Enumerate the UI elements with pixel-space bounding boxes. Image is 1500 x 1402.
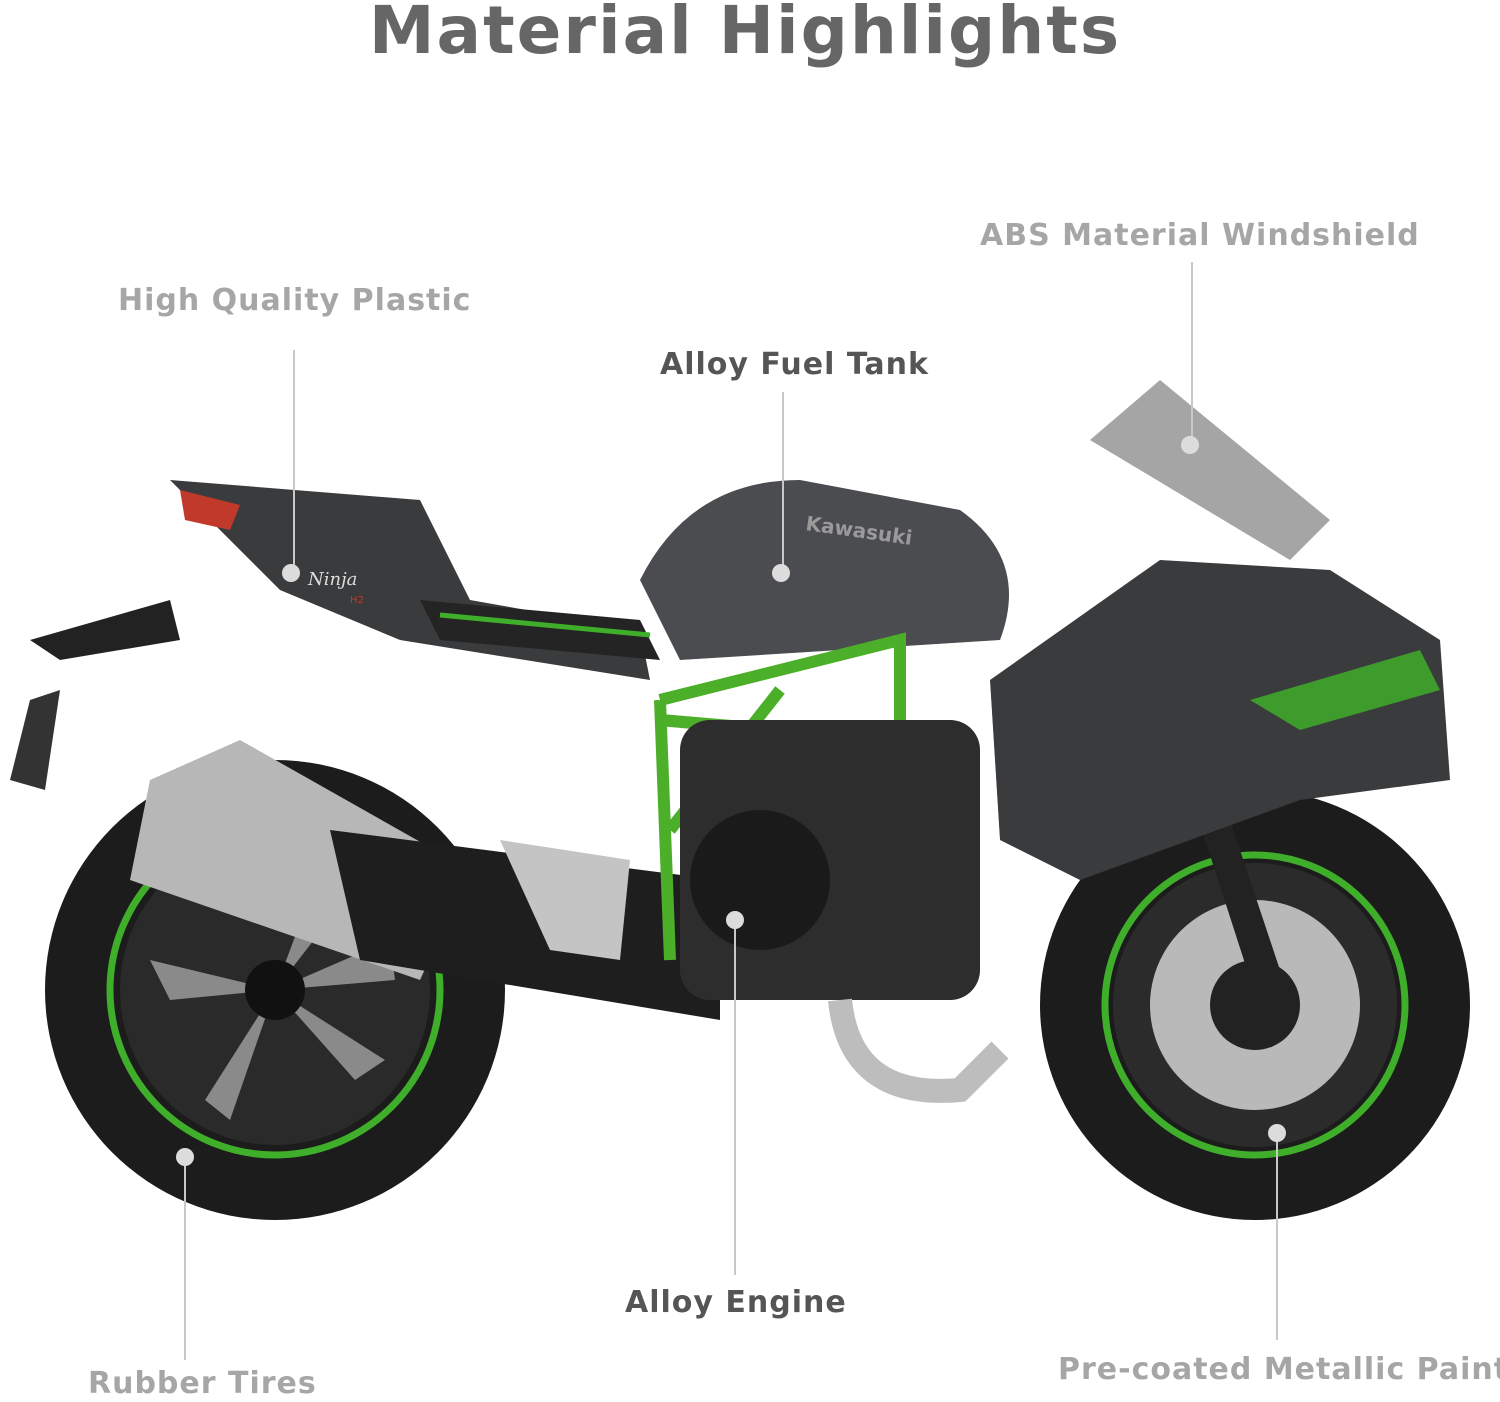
leader-dot	[726, 911, 744, 929]
leader-line	[184, 1158, 186, 1360]
badge-logo: H2	[350, 595, 364, 606]
leader-line	[1276, 1135, 1278, 1340]
label-tires: Rubber Tires	[88, 1366, 317, 1401]
fuel-tank	[640, 480, 1009, 660]
leader-dot	[176, 1148, 194, 1166]
front-fairing	[990, 560, 1450, 880]
label-engine: Alloy Engine	[625, 1285, 847, 1320]
leader-line	[782, 392, 784, 572]
leader-line	[734, 920, 736, 1275]
label-paint: Pre-coated Metallic Paint	[1058, 1352, 1500, 1387]
tail-logo: Ninja	[307, 569, 357, 590]
page-title: Material Highlights	[368, 0, 1122, 69]
leader-dot	[1268, 1124, 1286, 1142]
windshield	[1090, 380, 1330, 560]
leader-dot	[1181, 436, 1199, 454]
leader-line	[293, 350, 295, 572]
label-plastic: High Quality Plastic	[118, 283, 472, 318]
label-windshield: ABS Material Windshield	[980, 218, 1420, 253]
leader-dot	[772, 564, 790, 582]
leader-dot	[282, 564, 300, 582]
leader-line	[1191, 262, 1193, 444]
label-fuel-tank: Alloy Fuel Tank	[660, 347, 929, 382]
